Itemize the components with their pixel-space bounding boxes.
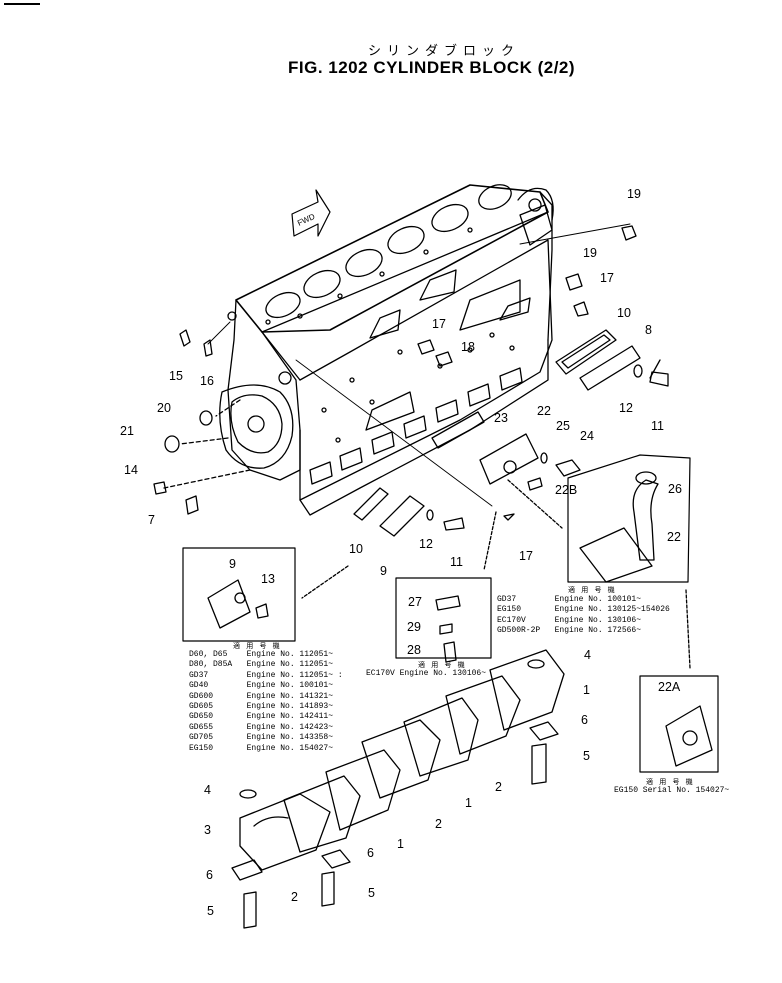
callout-13: 13	[261, 572, 275, 586]
callout-3: 3	[204, 823, 211, 837]
callout-28: 28	[407, 643, 421, 657]
callout-5c: 5	[207, 904, 214, 918]
callout-12a: 12	[619, 401, 633, 415]
corner-mark	[4, 3, 40, 5]
table-header-left: 適 用 号 機	[233, 642, 282, 650]
callout-2a: 2	[495, 780, 502, 794]
callout-12b: 12	[419, 537, 433, 551]
serial-table-left: D60, D65 Engine No. 112051~ D80, D85A En…	[189, 650, 343, 753]
callout-22b: 22B	[555, 483, 578, 497]
callout-23: 23	[494, 411, 508, 425]
callout-20: 20	[157, 401, 171, 415]
table-header-middle: 適 用 号 機	[418, 661, 467, 669]
callout-4b: 4	[204, 783, 211, 797]
callout-10a: 10	[617, 306, 631, 320]
callout-22c: 22	[667, 530, 681, 544]
callout-22a: 22	[537, 404, 551, 418]
callout-16: 16	[200, 374, 214, 388]
callout-4a: 4	[584, 648, 591, 662]
callout-6a: 6	[581, 713, 588, 727]
callout-6c: 6	[206, 868, 213, 882]
serial-table-inset: EG150 Serial No. 154027~	[614, 786, 730, 795]
inset-boxes	[182, 454, 719, 773]
callout-22a-inset: 22A	[658, 680, 681, 694]
callout-17b: 17	[432, 317, 446, 331]
callout-17c: 17	[519, 549, 533, 563]
table-header-right: 適 用 号 機	[568, 586, 617, 594]
cylinder-block: FWD	[219, 184, 554, 516]
callout-9b: 9	[229, 557, 236, 571]
callout-19a: 19	[627, 187, 641, 201]
callout-21: 21	[120, 424, 134, 438]
table-header-inset: 適 用 号 機	[646, 778, 695, 786]
bearing-caps	[231, 649, 565, 929]
callout-25: 25	[556, 419, 570, 433]
callout-29: 29	[407, 620, 421, 634]
callout-18: 18	[461, 340, 475, 354]
callout-9a: 9	[380, 564, 387, 578]
callout-27: 27	[408, 595, 422, 609]
callout-2c: 2	[291, 890, 298, 904]
figure-title: FIG. 1202 CYLINDER BLOCK (2/2)	[288, 58, 576, 77]
callout-2b: 2	[435, 817, 442, 831]
callout-24: 24	[580, 429, 594, 443]
side-covers	[153, 223, 691, 669]
callout-1b: 1	[465, 796, 472, 810]
callout-17a: 17	[600, 271, 614, 285]
serial-table-right: GD37 Engine No. 100101~ EG150 Engine No.…	[497, 595, 670, 636]
callout-6b: 6	[367, 846, 374, 860]
callout-1c: 1	[397, 837, 404, 851]
callout-14: 14	[124, 463, 138, 477]
callout-11b: 11	[450, 555, 463, 569]
svg-text:FWD: FWD	[296, 212, 317, 228]
callout-15: 15	[169, 369, 183, 383]
callout-11a: 11	[651, 419, 664, 433]
callout-10b: 10	[349, 542, 363, 556]
title-japanese: シリンダブロック	[368, 44, 521, 59]
callout-8: 8	[645, 323, 652, 337]
serial-table-middle: EC170V Engine No. 130106~	[366, 669, 487, 678]
callout-26: 26	[668, 482, 682, 496]
callout-19b: 19	[583, 246, 597, 260]
callout-1a: 1	[583, 683, 590, 697]
callout-5b: 5	[368, 886, 375, 900]
callout-7: 7	[148, 513, 155, 527]
callout-5a: 5	[583, 749, 590, 763]
